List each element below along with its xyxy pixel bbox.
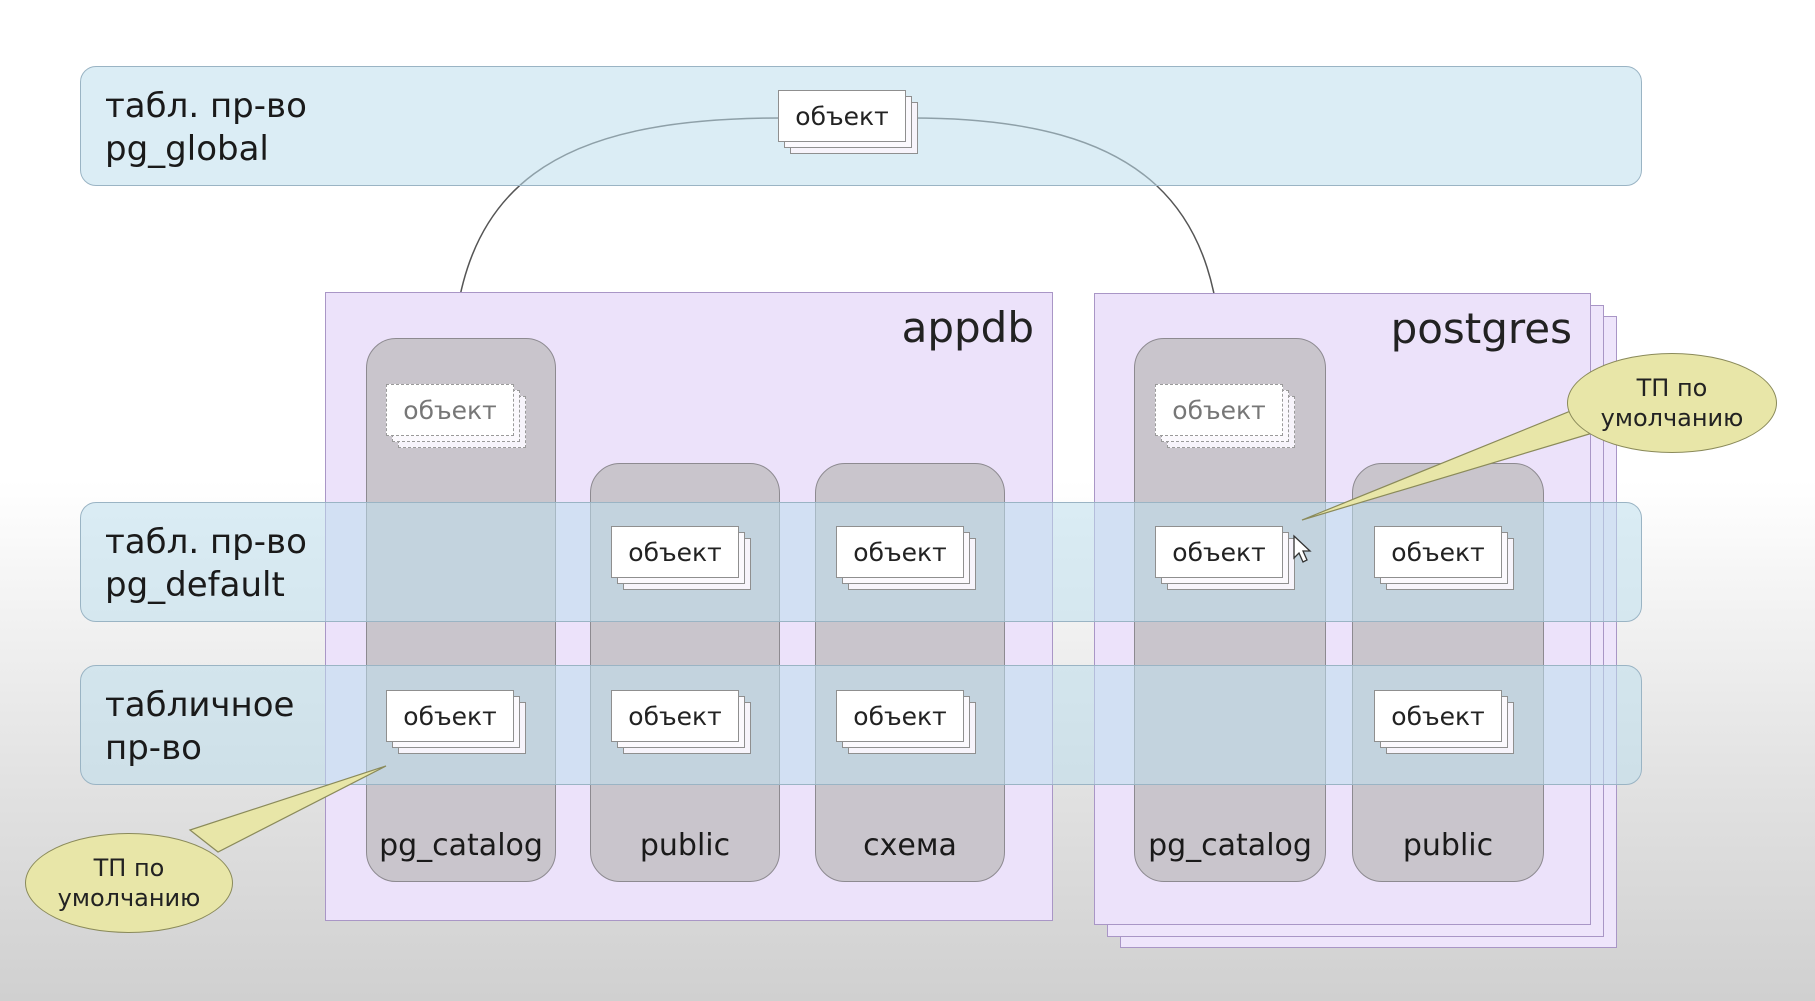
database-postgres-name: postgres [1390, 304, 1572, 353]
object-label: объект [611, 690, 739, 742]
object-label: объект [836, 690, 964, 742]
object-label: объект [778, 90, 906, 142]
schema-label: public [639, 828, 731, 863]
callout-default-tablespace-right: ТП по умолчанию [1567, 353, 1777, 453]
tablespace-pg-default-label: табл. пр-во pg_default [105, 522, 307, 605]
object-label: объект [611, 526, 739, 578]
object-appdb-catalog-custom: объект [386, 690, 526, 754]
object-appdb-catalog-global-ref: объект [386, 384, 526, 448]
object-appdb-public-default: объект [611, 526, 751, 590]
schema-label: pg_catalog [1148, 828, 1312, 863]
object-label: объект [386, 690, 514, 742]
object-pg-global: объект [778, 90, 918, 154]
object-appdb-schema-custom: объект [836, 690, 976, 754]
object-label: объект [1374, 526, 1502, 578]
object-appdb-schema-default: объект [836, 526, 976, 590]
tablespace-custom-label: табличное пр-во [105, 685, 295, 768]
object-postgres-catalog-default: объект [1155, 526, 1295, 590]
callout-right-text: ТП по умолчанию [1600, 374, 1744, 432]
object-postgres-catalog-global-ref: объект [1155, 384, 1295, 448]
object-label: объект [386, 384, 514, 436]
callout-default-tablespace-left: ТП по умолчанию [25, 833, 233, 933]
object-postgres-public-custom: объект [1374, 690, 1514, 754]
schema-label: pg_catalog [379, 828, 543, 863]
object-label: объект [836, 526, 964, 578]
object-appdb-public-custom: объект [611, 690, 751, 754]
object-label: объект [1155, 384, 1283, 436]
database-appdb-name: appdb [901, 303, 1034, 352]
schema-label: public [1402, 828, 1494, 863]
tablespace-pg-global-label: табл. пр-во pg_global [105, 86, 307, 169]
callout-left-text: ТП по умолчанию [57, 854, 201, 912]
object-label: объект [1374, 690, 1502, 742]
object-label: объект [1155, 526, 1283, 578]
object-postgres-public-default: объект [1374, 526, 1514, 590]
schema-label: схема [863, 828, 957, 863]
